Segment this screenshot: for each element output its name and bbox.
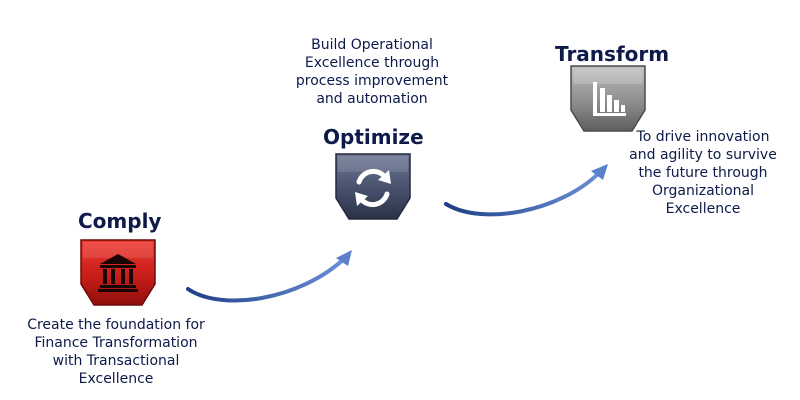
refresh-arrowheads (355, 170, 391, 206)
optimize-badge-shape (335, 153, 411, 220)
transform-description: To drive innovation and agility to survi… (629, 129, 777, 217)
arrow-comply-to-optimize (186, 250, 352, 303)
transform-title: Transform (555, 42, 670, 66)
comply-description: Create the foundation for Finance Transf… (27, 317, 205, 387)
transform-badge (568, 64, 648, 134)
refresh-icon (356, 168, 390, 208)
optimize-badge (333, 152, 413, 222)
bar-chart-icon (593, 82, 626, 116)
arrow-optimize-to-transform (444, 164, 608, 217)
comply-badge-shape (80, 239, 156, 306)
optimize-description: Build Operational Excellence through pro… (295, 37, 449, 107)
comply-title: Comply (78, 209, 162, 233)
comply-badge (78, 238, 158, 308)
optimize-title: Optimize (323, 125, 424, 149)
bank-icon (98, 254, 138, 292)
